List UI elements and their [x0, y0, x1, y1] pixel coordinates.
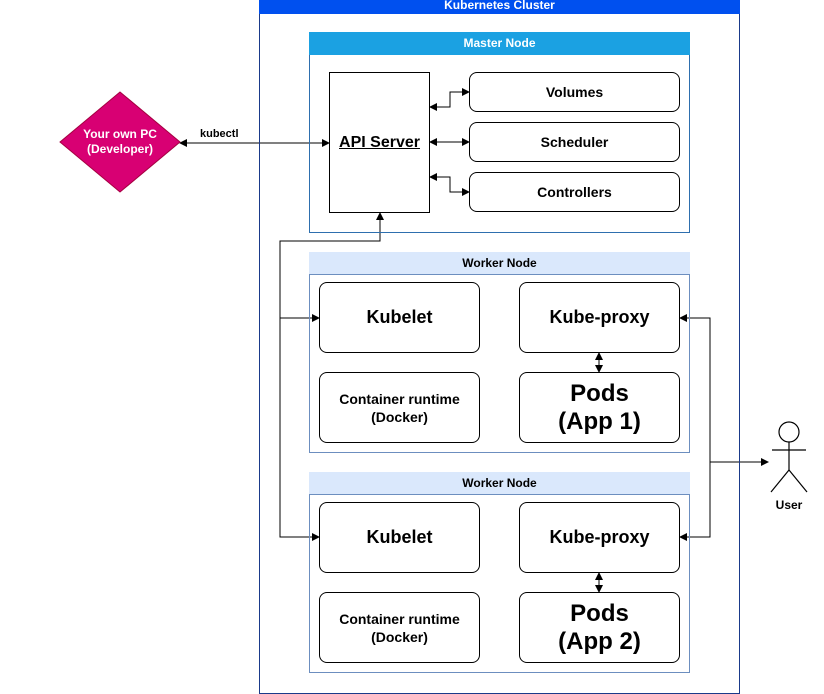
container-runtime-2-line2: (Docker) [371, 628, 428, 645]
container-runtime-1-line1: Container runtime [339, 390, 460, 407]
master-node-title: Master Node [309, 32, 690, 55]
developer-label-line1: Your own PC [83, 127, 157, 141]
api-kubelet-connector [279, 212, 384, 541]
api-controllers-connector [429, 173, 470, 196]
user-label: User [775, 498, 803, 512]
pods-app-2-box[interactable]: Pods (App 2) [519, 592, 680, 663]
container-runtime-1-line2: (Docker) [371, 408, 428, 425]
container-runtime-2-box[interactable]: Container runtime (Docker) [319, 592, 480, 663]
cluster-title: Kubernetes Cluster [259, 0, 740, 14]
api-server-box[interactable]: API Server [329, 72, 430, 213]
pods-app-1-box[interactable]: Pods (App 1) [519, 372, 680, 443]
pods-app-1-line2: (App 1) [558, 407, 641, 435]
kubelet-1-box[interactable]: Kubelet [319, 282, 480, 353]
volumes-box[interactable]: Volumes [469, 72, 680, 112]
developer-label-line2: (Developer) [86, 142, 154, 156]
kubelet-2-box[interactable]: Kubelet [319, 502, 480, 573]
pods-app-2-line2: (App 2) [558, 627, 641, 655]
scheduler-box[interactable]: Scheduler [469, 122, 680, 162]
developer-diamond [59, 91, 181, 193]
kube-proxy-1-box[interactable]: Kube-proxy [519, 282, 680, 353]
controllers-box[interactable]: Controllers [469, 172, 680, 212]
container-runtime-1-box[interactable]: Container runtime (Docker) [319, 372, 480, 443]
user-stick-figure [770, 421, 808, 493]
worker-node-1-title: Worker Node [309, 252, 690, 275]
container-runtime-2-line1: Container runtime [339, 610, 460, 627]
proxy-user-connector [679, 314, 711, 541]
kubectl-label: kubectl [200, 128, 239, 140]
kube-proxy-2-box[interactable]: Kube-proxy [519, 502, 680, 573]
worker-node-2-title: Worker Node [309, 472, 690, 495]
pods-app-1-line1: Pods [570, 379, 629, 407]
pods-app-2-line1: Pods [570, 599, 629, 627]
api-volumes-connector [429, 88, 470, 111]
developer-label: Your own PC (Developer) [60, 92, 180, 192]
